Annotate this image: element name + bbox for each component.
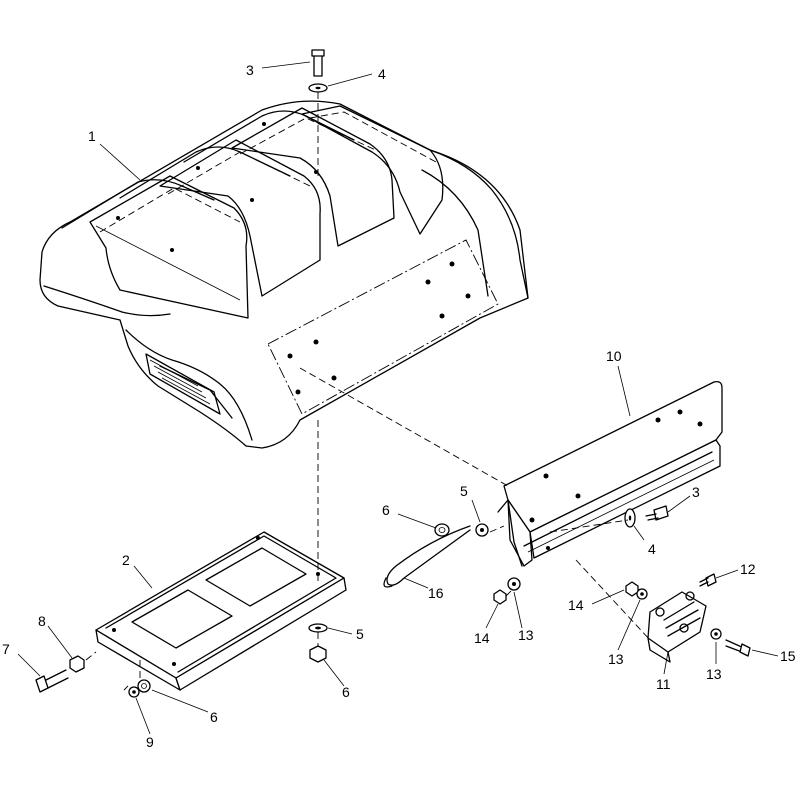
- hardware: [35, 49, 751, 698]
- callout-1: 1: [88, 128, 96, 144]
- callout-13-hinge-right: 13: [706, 666, 722, 682]
- callout-14-lower-middle: 14: [474, 630, 490, 646]
- callout-14-hinge: 14: [568, 597, 584, 613]
- hinge-plate: [497, 380, 723, 567]
- seat-cushion: [39, 100, 529, 449]
- callout-4-top: 4: [378, 66, 386, 82]
- callout-6-lower-left: 6: [210, 709, 218, 725]
- callout-11: 11: [656, 676, 671, 692]
- callout-7: 7: [2, 641, 10, 657]
- callout-12: 12: [740, 561, 756, 577]
- leader-lines: [17, 61, 779, 735]
- callout-3-top: 3: [246, 62, 254, 78]
- callout-9: 9: [146, 734, 154, 750]
- callout-3-hinge-plate: 3: [692, 484, 700, 500]
- callout-6-base: 6: [342, 684, 350, 700]
- callout-2: 2: [122, 552, 130, 568]
- callout-8: 8: [38, 613, 46, 629]
- callout-13-hinge-left: 13: [608, 651, 624, 667]
- callout-15: 15: [780, 648, 796, 664]
- callout-5-clip: 5: [460, 483, 468, 499]
- clip-wire: [383, 525, 471, 588]
- callout-5-base: 5: [356, 626, 364, 642]
- seat-base-plate: [95, 531, 347, 691]
- callout-10: 10: [606, 348, 622, 364]
- hinge: [647, 591, 707, 663]
- callout-13-lower-middle: 13: [518, 627, 534, 643]
- callout-6-clip: 6: [382, 502, 390, 518]
- assembly-guides: [85, 92, 651, 691]
- callout-labels: 1 2 3 3 4 4 5 5 6 6 6 7 8 9 10 11 12 13 …: [2, 62, 796, 750]
- callout-16: 16: [428, 585, 444, 601]
- callout-4-hinge-plate: 4: [648, 541, 656, 557]
